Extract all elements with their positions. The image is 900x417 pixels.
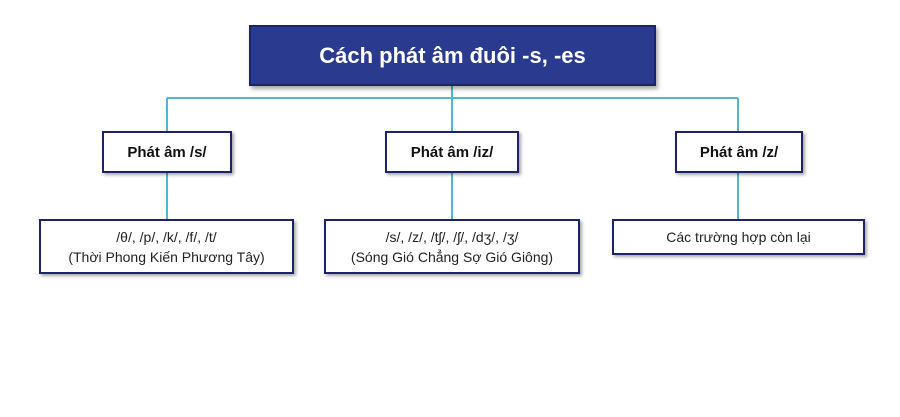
- title-text: Cách phát âm đuôi -s, -es: [319, 42, 586, 68]
- rule-z-box: Các trường hợp còn lại: [612, 219, 865, 255]
- rule-iz-mnemonic: (Sóng Gió Chẳng Sợ Gió Giông): [350, 248, 554, 265]
- branch-iz-box: Phát âm /iz/: [385, 131, 519, 173]
- branch-s-box: Phát âm /s/: [102, 131, 232, 173]
- branch-z-label: Phát âm /z/: [699, 143, 779, 161]
- rule-iz-box: /s/, /z/, /tʃ/, /ʃ/, /dʒ/, /ʒ/ (Sóng Gió…: [324, 219, 580, 274]
- rule-z-text: Các trường hợp còn lại: [666, 229, 811, 245]
- rule-s-box: /θ/, /p/, /k/, /f/, /t/ (Thời Phong Kiến…: [39, 219, 294, 274]
- rule-s-sounds: /θ/, /p/, /k/, /f/, /t/: [116, 228, 217, 245]
- branch-z-box: Phát âm /z/: [675, 131, 803, 173]
- branch-s-label: Phát âm /s/: [127, 143, 207, 161]
- branch-iz-label: Phát âm /iz/: [410, 143, 494, 161]
- rule-s-mnemonic: (Thời Phong Kiến Phương Tây): [68, 248, 265, 265]
- diagram-title: Cách phát âm đuôi -s, -es: [249, 25, 656, 86]
- rule-iz-sounds: /s/, /z/, /tʃ/, /ʃ/, /dʒ/, /ʒ/: [385, 228, 519, 245]
